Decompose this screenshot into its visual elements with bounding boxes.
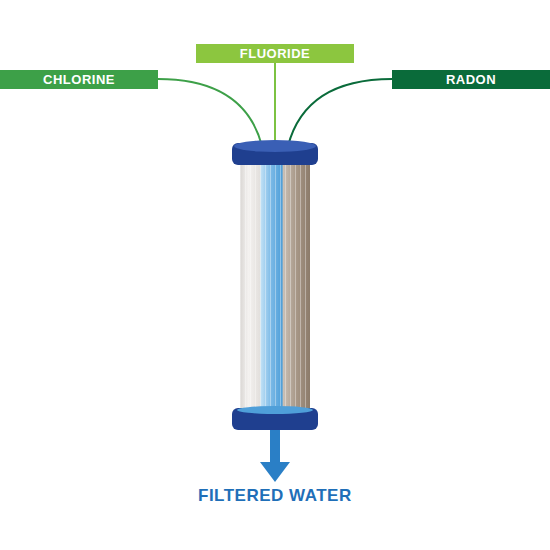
leader-line xyxy=(158,79,262,146)
filter-body xyxy=(240,158,310,414)
output-label: FILTERED WATER xyxy=(198,486,352,506)
contaminant-name: CHLORINE xyxy=(43,72,115,87)
leader-line xyxy=(274,62,276,146)
flow-arrow xyxy=(270,430,280,464)
leader-line xyxy=(288,79,392,146)
flow-arrow-head xyxy=(260,462,290,482)
label-tag: FLUORIDE xyxy=(196,44,354,63)
filter-cap-top xyxy=(234,140,316,152)
label-tag: CHLORINE xyxy=(0,70,158,89)
contaminant-name: RADON xyxy=(446,72,496,87)
contaminant-name: FLUORIDE xyxy=(240,46,310,61)
filter-outlet xyxy=(237,406,313,414)
filter-pleats xyxy=(240,158,310,414)
label-tag: RADON xyxy=(392,70,550,89)
